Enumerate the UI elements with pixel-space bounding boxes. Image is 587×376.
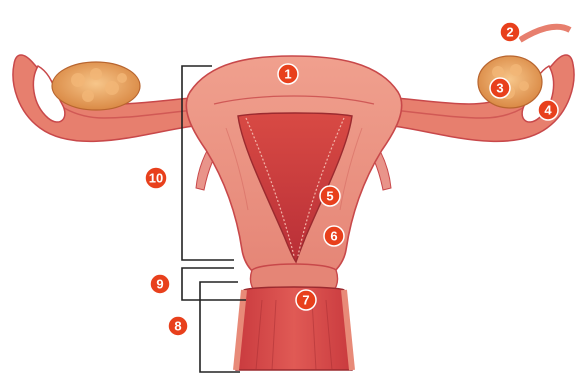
marker-6: 6 [324, 226, 344, 246]
right-ovary [478, 56, 542, 108]
bracket-vagina [200, 282, 240, 372]
marker-9: 9 [150, 274, 170, 294]
vagina [236, 287, 352, 370]
marker-2-label: 2 [506, 25, 513, 40]
marker-3-label: 3 [496, 81, 503, 96]
marker-10: 10 [145, 167, 167, 189]
marker-4-label: 4 [544, 103, 552, 118]
marker-5: 5 [320, 186, 340, 206]
marker-2: 2 [500, 22, 520, 42]
marker-6-label: 6 [330, 229, 337, 244]
marker-3: 3 [490, 78, 510, 98]
left-ovary [52, 62, 140, 110]
bracket-cervix [182, 268, 246, 300]
marker-5-label: 5 [326, 189, 333, 204]
marker-4: 4 [538, 100, 558, 120]
marker-10-label: 10 [149, 171, 163, 186]
marker-7-label: 7 [302, 293, 309, 308]
marker-8-label: 8 [174, 319, 181, 334]
marker-1-label: 1 [284, 67, 291, 82]
marker-8: 8 [168, 316, 188, 336]
marker-7: 7 [296, 290, 316, 310]
marker-9-label: 9 [156, 277, 163, 292]
marker-1: 1 [278, 64, 298, 84]
